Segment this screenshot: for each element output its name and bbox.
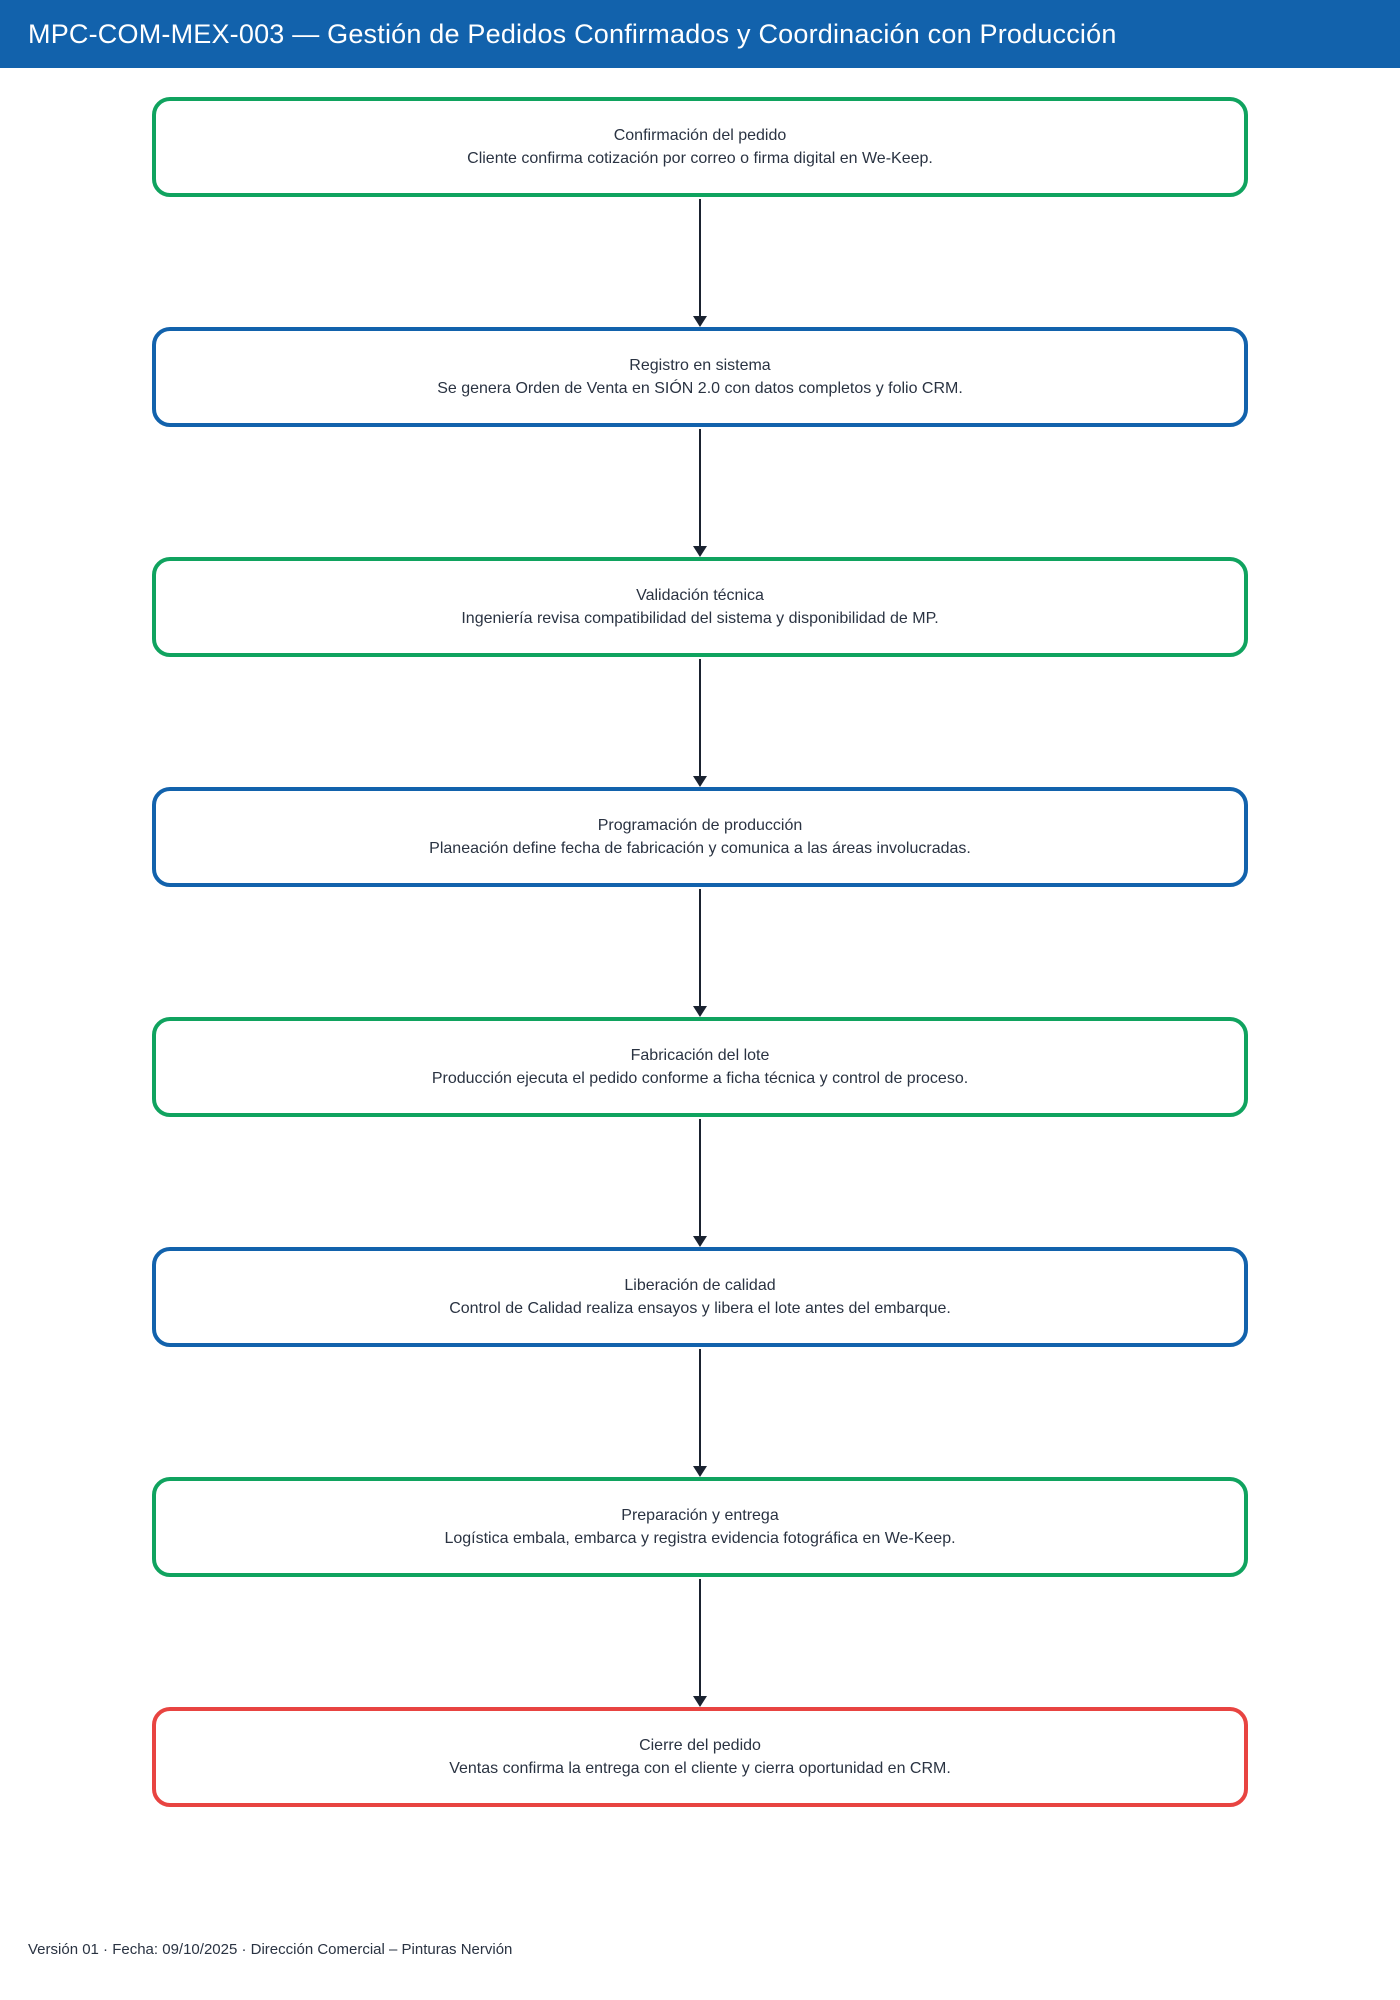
step-description: Logística embala, embarca y registra evi… [444, 1530, 956, 1547]
flow-step-registro-en-sistema: Registro en sistema Se genera Orden de V… [152, 327, 1248, 427]
document-footer: Versión 01 · Fecha: 09/10/2025 · Direcci… [28, 1941, 513, 1958]
flow-step-confirmacion-del-pedido: Confirmación del pedido Cliente confirma… [152, 97, 1248, 197]
step-title: Fabricación del lote [630, 1047, 770, 1064]
step-title: Programación de producción [597, 817, 803, 834]
arrow-down-icon [693, 1236, 707, 1247]
flow-step-programacion-de-produccion: Programación de producción Planeación de… [152, 787, 1248, 887]
step-title: Liberación de calidad [624, 1277, 776, 1294]
flow-arrow-down [693, 887, 707, 1017]
step-description: Producción ejecuta el pedido conforme a … [431, 1070, 969, 1087]
step-title: Preparación y entrega [621, 1507, 779, 1524]
flow-step-cierre-del-pedido: Cierre del pedido Ventas confirma la ent… [152, 1707, 1248, 1807]
step-title: Validación técnica [636, 587, 764, 604]
step-description: Control de Calidad realiza ensayos y lib… [449, 1300, 951, 1317]
step-description: Se genera Orden de Venta en SIÓN 2.0 con… [437, 380, 963, 397]
arrow-line [699, 429, 701, 546]
flow-step-fabricacion-del-lote: Fabricación del lote Producción ejecuta … [152, 1017, 1248, 1117]
flow-step-validacion-tecnica: Validación técnica Ingeniería revisa com… [152, 557, 1248, 657]
arrow-line [699, 659, 701, 776]
step-description: Cliente confirma cotización por correo o… [467, 150, 933, 167]
flow-arrow-down [693, 657, 707, 787]
arrow-line [699, 1349, 701, 1466]
document-header: MPC-COM-MEX-003 — Gestión de Pedidos Con… [0, 0, 1400, 68]
step-description: Ventas confirma la entrega con el client… [449, 1760, 951, 1777]
flow-arrow-down [693, 427, 707, 557]
arrow-line [699, 199, 701, 316]
step-description: Planeación define fecha de fabricación y… [429, 840, 971, 857]
flowchart: Confirmación del pedido Cliente confirma… [0, 97, 1400, 1807]
arrow-down-icon [693, 1696, 707, 1707]
step-title: Cierre del pedido [639, 1737, 761, 1754]
arrow-down-icon [693, 1466, 707, 1477]
flow-arrow-down [693, 1577, 707, 1707]
step-title: Registro en sistema [629, 357, 771, 374]
arrow-down-icon [693, 316, 707, 327]
arrow-down-icon [693, 546, 707, 557]
flow-arrow-down [693, 197, 707, 327]
flow-step-liberacion-de-calidad: Liberación de calidad Control de Calidad… [152, 1247, 1248, 1347]
flow-arrow-down [693, 1347, 707, 1477]
step-description: Ingeniería revisa compatibilidad del sis… [461, 610, 939, 627]
arrow-down-icon [693, 776, 707, 787]
arrow-line [699, 1579, 701, 1696]
arrow-line [699, 1119, 701, 1236]
arrow-down-icon [693, 1006, 707, 1017]
flow-step-preparacion-y-entrega: Preparación y entrega Logística embala, … [152, 1477, 1248, 1577]
page-title: MPC-COM-MEX-003 — Gestión de Pedidos Con… [28, 18, 1117, 49]
flow-arrow-down [693, 1117, 707, 1247]
step-title: Confirmación del pedido [613, 127, 787, 144]
arrow-line [699, 889, 701, 1006]
